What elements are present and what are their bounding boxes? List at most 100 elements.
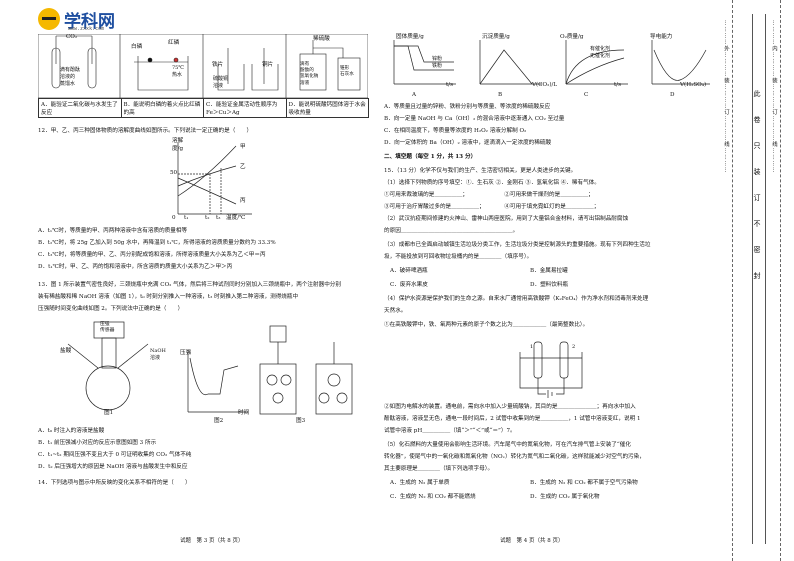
footer-page-3: 试题 第 3 页（共 8 页） (180, 538, 244, 544)
q15-line-1: 15．（13 分）化学不仅与我们的生产、生活密切相关，更是人类进步的关键。 (384, 168, 577, 174)
electrolysis-apparatus: 1 2 (519, 341, 583, 398)
chart-ylabel: 溶解度/g (172, 138, 184, 152)
q15-line-2: （1）选择下列物质的序号填空：①．生石灰 ②．金刚石 ③．氢氧化铝 ④．稀有气体… (384, 180, 600, 186)
label-time: 时间 (238, 410, 250, 416)
site-logo: 学科网 (38, 4, 115, 34)
q15-5-opt-d: D．生成的 CO₂ 属于氧化物 (530, 494, 600, 500)
q15-line-6: 的原因＿＿＿＿＿＿＿＿＿＿＿＿＿＿＿＿＿＿＿＿。 (384, 228, 519, 234)
q15-opt-a: A．破碎啤酒瓶 (390, 268, 428, 274)
q14-option-c: C．在相同温度下，等质量等浓度的 H₂O₂ 溶液分解制 O₂ (384, 128, 527, 134)
graph-a-label: A (412, 92, 417, 98)
chart-xlabel: 温度/℃ (226, 215, 246, 221)
label-hong-lin: 红磷 (168, 40, 180, 46)
q11-options-table: A．能验证二氧化碳与水发生了反应 B．能说明白磷的着火点比红磷的高 C．能验证金… (38, 98, 369, 118)
footer-page-4: 试题 第 4 页（共 8 页） (500, 538, 564, 544)
q15-line-8: 圾，不能投放到可回收物垃圾桶内的是＿＿＿＿（填序号）。 (384, 254, 533, 260)
binding-line-outer (732, 0, 733, 561)
chart-xtick-0: 0 (172, 215, 176, 221)
q12-option-b: B．t₂℃时，将 25g 乙加入到 50g 水中，再降温到 t₁℃，所得溶液的溶… (38, 240, 276, 246)
label-bai-lin: 白磷 (131, 44, 143, 50)
label-naoh: NaOH 溶液 (150, 348, 166, 361)
q15-5-line-5: 转化器”，使尾气中的一氧化碳和氮氧化物（NOₓ）转化为氮气和二氧化碳，这样就能减… (384, 454, 645, 460)
graph-c-ylabel: O₂质量/g (560, 34, 584, 40)
q11-option-a: A．能验证二氧化碳与水发生了反应 (38, 98, 122, 118)
graph-a-ylabel: 固体质量/g (396, 34, 424, 40)
graph-c-note: 有催化剂 无催化剂 (590, 46, 611, 59)
label-co2: CO₂ (66, 34, 78, 40)
q14-stem: 14．下列选项与图示中所反映的变化关系不相符的是（ ） (38, 480, 191, 486)
graph-d-xlabel: V(H₂SO₄) (680, 82, 707, 88)
graph-a-xlabel: t/s (446, 82, 454, 88)
q15-5-opt-a: A．生成的 N₂ 属于单质 (390, 480, 450, 486)
label-fig2: 图2 (214, 418, 224, 424)
chart-y50: 50 (170, 170, 178, 176)
legend-bing: 丙 (240, 198, 246, 204)
graph-d-label: D (670, 92, 675, 98)
label-pressure: 压强 (180, 350, 192, 356)
q11-option-b: B．能说明白磷的着火点比红磷的高 (120, 98, 204, 118)
q15-opt-b: B．金属易拉罐 (530, 268, 568, 274)
q12-option-c: C．t₃℃时，将等质量的甲、乙、丙分别配成饱和溶液，所得溶液质量大小关系为乙＜甲… (38, 252, 266, 258)
solubility-chart (177, 142, 252, 215)
label-hot-water: 75℃ 热水 (172, 65, 184, 78)
q11-figures (38, 34, 368, 98)
q15-5-line-1: ②如图为电解水的装置。通电前，需向水中加入少量硫酸钠，其目的是＿＿＿＿＿＿＿；再… (384, 404, 636, 410)
graph-b-xlabel: V(CO₂)/L (532, 82, 558, 88)
q13-stem-3: 压强随时间变化曲线如图 2。下列说法中正确的是（ ） (38, 306, 184, 312)
chart-xtick-t2: t₂ (205, 215, 210, 221)
chart-xtick-t1: t₁ (184, 215, 189, 221)
q15-line-5: （2）武汉抗疫期间修建的火神山、雷神山两座医院，用到了大量铝合金材料，请写出铝制… (384, 216, 629, 222)
binding-text-inner: …………内…………装…………订…………线………… (771, 20, 777, 174)
q11-option-c: C．能验证金属活动性顺序为 Fe＞Cu＞Ag (203, 98, 287, 118)
q15-5-line-4: （5）化石燃料的大量使用会影响生活环境。汽车尾气中的氮氧化物，可在汽车排气管上安… (384, 442, 631, 448)
label-copper: 铜片 (262, 62, 274, 68)
label-sensor: 压强 传感器 (100, 322, 115, 334)
q14-option-b: B．向一定量 NaOH 与 Ca（OH）₂ 的混合溶液中逐渐通入 CO₂ 至过量 (384, 116, 565, 122)
svg-text:1: 1 (530, 344, 533, 350)
label-fig3: 图3 (296, 418, 306, 424)
label-stone: 锥形 石灰水 (340, 66, 354, 78)
q15-4-line-2: 天然水。 (384, 308, 407, 314)
graph-c-xlabel: t/s (614, 82, 622, 88)
logo-name: 学科网 (64, 11, 115, 32)
graph-d-ylabel: 导电能力 (650, 34, 673, 40)
q14-option-a: A．等质量且过量的锌粉、铁粉分别与等质量、等浓度的稀硫酸反应 (384, 104, 551, 110)
q13-option-d: D．t₂ 后压强增大的原因是 NaOH 溶液与盐酸发生中和反应 (38, 464, 188, 470)
graph-a-note: 锌粉 铁粉 (432, 56, 443, 69)
q15-4-line-3: ①在高铁酸钾中，铁、氧两种元素的原子个数之比为＿＿＿＿＿＿（最简整数比）。 (384, 322, 589, 328)
q11-option-d: D．能说明硫酸钙固体溶于水会吸收热量 (285, 98, 369, 118)
q15-4-line-1: （4）保护水资源是保护我们的生命之源。自来水厂通常用高铁酸钾（K₂FeO₄）作为… (384, 296, 649, 302)
q15-5-opt-b: B．生成的 N₂ 和 CO₂ 都不属于空气污染物 (530, 480, 638, 486)
q13-option-a: A．t₀ 时注入的溶液是盐酸 (38, 428, 105, 434)
graph-b-label: B (498, 92, 503, 98)
legend-yi: 乙 (240, 164, 246, 170)
q15-line-3: ①可用来裁玻璃的是＿＿＿＿＿； ②可用来做干燥剂的是＿＿＿＿＿； (384, 192, 594, 198)
logo-url: www.zxxk.com (68, 26, 105, 32)
q13-figures (67, 321, 353, 415)
binding-strip (752, 14, 766, 544)
label-fig1: 图1 (104, 410, 114, 416)
label-cuso4: 硫酸铜 溶液 (213, 76, 229, 89)
label-acid: 稀硫酸 (313, 36, 330, 42)
q13-stem-2: 装有稀盐酸和稀 NaOH 溶液（如图 1），t₀ 时刻分别推入一种溶液，t₃ 时… (38, 294, 299, 300)
label-bottle: 滴有酚酞 溶液的 蒸馏水 (60, 67, 81, 87)
label-iron: 铁片 (212, 62, 224, 68)
binding-text-outer: …………外…………装…………订…………线………… (723, 20, 729, 174)
legend-jia: 甲 (240, 144, 246, 150)
q14-option-d: D．向一定体积的 Ba（OH）₂ 溶液中，逐滴滴入一定浓度的稀硫酸 (384, 140, 552, 146)
seal-notice: 此 卷 只 装 订 不 密 封 (753, 90, 761, 285)
q12-option-a: A．t₁℃时，等质量的甲、丙两种溶液中含有溶质的质量相等 (38, 228, 188, 234)
section-fill-blank: 二、填空题（每空 1 分，共 13 分） (384, 154, 477, 160)
label-phenol: 滴有 酚酞的 氢氧化钠 溶液 (300, 62, 319, 86)
binding-line-inner (780, 0, 781, 561)
q13-stem-1: 13．图 1 所示装置气密性良好，三颈烧瓶中充满 CO₂ 气体，然后将三种试剂同… (38, 282, 341, 288)
q15-5-opt-c: C．生成的 N₂ 和 CO₂ 都不能燃烧 (390, 494, 476, 500)
q13-option-c: C．t₁~t₂ 期间压强不变且大于 0 可证明收集的 CO₂ 气体不纯 (38, 452, 192, 458)
q15-5-line-2: 酚酞溶液，溶液呈无色，通电一段时间后，2 试管中收集到的是＿＿＿＿＿，1 试管中… (384, 416, 641, 422)
graph-c-label: C (584, 92, 589, 98)
label-hcl: 盐酸 (60, 348, 72, 354)
q14-graphs (393, 40, 710, 85)
q15-5-line-6: 其主要原理是＿＿＿＿（填下列选项字母）。 (384, 466, 494, 472)
svg-text:2: 2 (572, 344, 575, 350)
logo-icon (38, 8, 60, 30)
